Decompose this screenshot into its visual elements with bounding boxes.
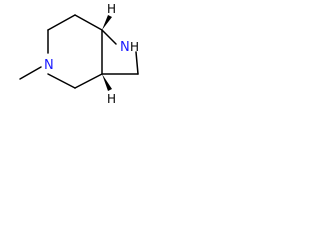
bond-n-methyl [19, 66, 42, 80]
atom-label-ring-n: N [44, 58, 54, 73]
atom-label-nh-n: N [120, 40, 130, 55]
atom-label-stereo-h-bottom: H [107, 92, 116, 106]
bond-c1-nh [101, 29, 117, 45]
bond-n-c4 [47, 73, 76, 89]
molecule-structure: N H N H H [19, 2, 139, 106]
atom-label-stereo-h-top: H [107, 2, 116, 16]
bond-c2-c3 [47, 14, 76, 31]
wedge-bond-top [102, 15, 112, 30]
wedge-bond-bottom [102, 74, 112, 91]
bond-c4-c5 [74, 73, 103, 89]
bond-nh-ch2 [135, 51, 139, 75]
bond-c1-c2 [74, 14, 103, 31]
atom-label-nh-h: H [130, 40, 139, 54]
structure-canvas: N H N H H [0, 0, 168, 135]
